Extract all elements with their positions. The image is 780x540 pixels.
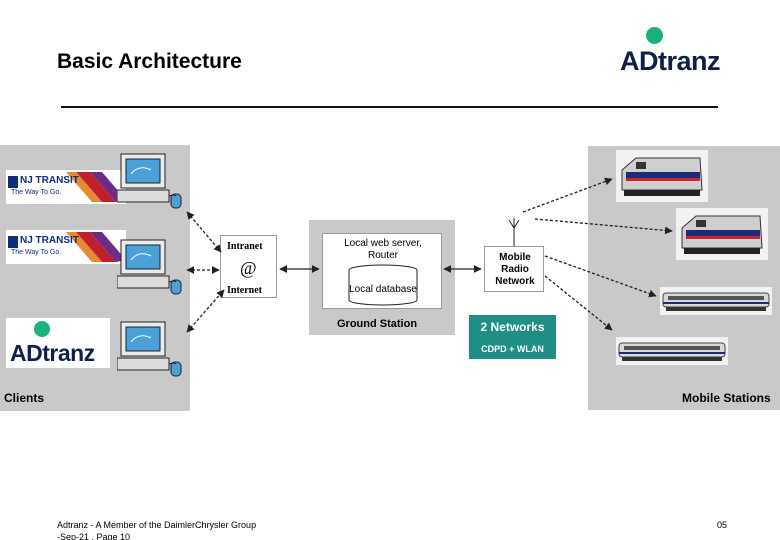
computer-icon — [117, 239, 182, 295]
nj-transit-logo: NJ TRANSIT The Way To Go. — [6, 170, 126, 204]
internet-label: Internet — [227, 285, 262, 296]
computer-icon — [117, 153, 182, 209]
arrow-radio-train1 — [522, 177, 613, 213]
antenna-icon — [508, 218, 520, 246]
networks-title: 2 Networks — [480, 320, 545, 334]
networks-box: 2 Networks CDPD + WLAN — [469, 315, 556, 359]
server-label: Local web server, Router — [344, 238, 422, 261]
at-icon: @ — [240, 258, 257, 278]
networks-subtitle: CDPD + WLAN — [481, 344, 544, 354]
locomotive-icon — [676, 208, 768, 260]
adtranz-logo: ADtranz — [618, 26, 728, 76]
footer-date: -Sep-21 , Page 10 — [57, 532, 131, 540]
logo-text: ADtranz — [620, 46, 721, 76]
footer-page-number: 05 — [717, 520, 728, 530]
database-label: Local database — [349, 284, 417, 295]
nj-transit-stripes-icon — [8, 232, 126, 262]
arrow-client1-internet — [186, 211, 222, 253]
transit-tagline: The Way To Go. — [11, 249, 62, 256]
slide-title: Basic Architecture — [57, 50, 242, 73]
database-icon — [348, 264, 418, 306]
ground-station-server-box: Local web server, Router Local database — [322, 233, 442, 309]
radio-network-label: Mobile Radio Network — [495, 252, 535, 287]
computer-icon — [117, 321, 182, 377]
arrow-client3-internet — [186, 289, 225, 333]
ground-station-label: Ground Station — [337, 318, 418, 330]
transit-brand: NJ TRANSIT — [20, 175, 79, 186]
logo-dot-icon — [646, 27, 663, 44]
transit-tagline: The Way To Go. — [11, 189, 62, 196]
adtranz-client-logo: ADtranz — [6, 318, 110, 368]
logo-text: ADtranz — [10, 340, 95, 366]
arrow-radio-train4 — [544, 275, 613, 331]
internet-box: Intranet @ Internet — [220, 235, 277, 298]
intranet-label: Intranet — [227, 241, 263, 252]
radio-network-box: Mobile Radio Network — [484, 246, 544, 292]
passenger-car-icon — [660, 287, 772, 315]
passenger-car-icon — [616, 337, 728, 365]
footer-company: Adtranz - A Member of the DaimlerChrysle… — [57, 520, 257, 530]
nj-transit-logo: NJ TRANSIT The Way To Go. — [6, 230, 126, 264]
clients-label: Clients — [4, 391, 45, 405]
arrow-radio-train2 — [534, 218, 673, 235]
logo-dot-icon — [34, 321, 50, 337]
locomotive-icon — [616, 150, 708, 202]
mobile-stations-label: Mobile Stations — [682, 391, 771, 405]
title-rule — [61, 106, 718, 108]
transit-brand: NJ TRANSIT — [20, 235, 79, 246]
